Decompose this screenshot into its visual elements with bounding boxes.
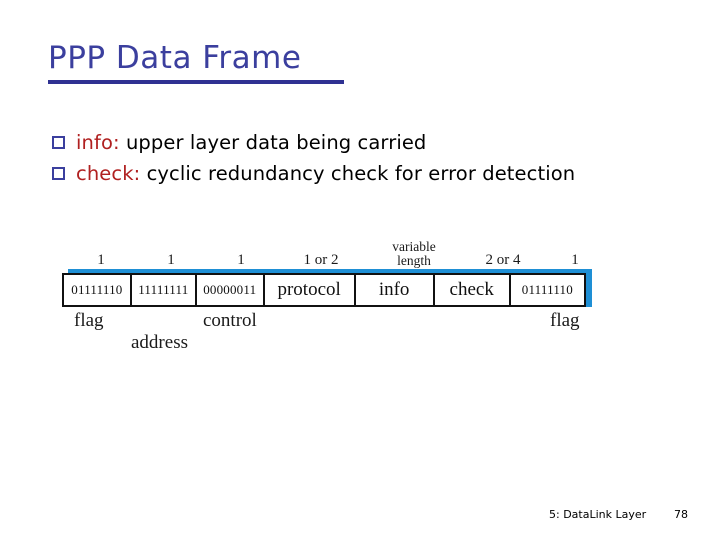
footer-chapter-label: 5: DataLink Layer <box>549 508 647 521</box>
square-bullet-icon <box>52 136 65 149</box>
title-underline <box>48 80 344 84</box>
frame-field-check: check <box>434 275 511 305</box>
field-name-label-control: control <box>203 310 257 331</box>
bullet-item-text: info: upper layer data being carried <box>76 128 426 157</box>
field-name-label-flag-end: flag <box>550 310 580 331</box>
frame-field-flag-start: 01111110 <box>64 275 132 305</box>
bullet-keyword: check: <box>76 162 141 185</box>
bullet-list: info: upper layer data being carried che… <box>52 128 652 190</box>
field-name-label-address: address <box>131 332 188 353</box>
page-title: PPP Data Frame <box>48 40 302 76</box>
footer-page-number: 78 <box>674 508 688 521</box>
list-item: check: cyclic redundancy check for error… <box>52 159 652 188</box>
bullet-body: cyclic redundancy check for error detect… <box>140 162 576 185</box>
frame-field-control: 00000011 <box>196 275 265 305</box>
bullet-body: upper layer data being carried <box>119 131 427 154</box>
field-size-label: 1 <box>237 252 245 268</box>
field-name-label-flag-start: flag <box>74 310 104 331</box>
field-size-label-line1: variable <box>392 239 436 254</box>
frame-field-row: 01111110 11111111 00000011 protocol info… <box>62 273 586 307</box>
field-size-label-line2: length <box>397 253 431 268</box>
field-size-label: 1 <box>97 252 105 268</box>
field-size-label: 2 or 4 <box>485 252 521 268</box>
frame-field-protocol: protocol <box>264 275 356 305</box>
field-size-label: 1 <box>167 252 175 268</box>
frame-field-info: info <box>355 275 435 305</box>
field-name-label-row: flag address control flag <box>62 310 592 355</box>
bullet-keyword: info: <box>76 131 120 154</box>
square-bullet-icon <box>52 167 65 180</box>
frame-field-flag-end: 01111110 <box>510 275 584 305</box>
list-item: info: upper layer data being carried <box>52 128 652 157</box>
frame-field-address: 11111111 <box>131 275 197 305</box>
bullet-item-text: check: cyclic redundancy check for error… <box>76 159 575 188</box>
field-size-label: 1 <box>571 252 579 268</box>
field-size-label: 1 or 2 <box>303 252 339 268</box>
